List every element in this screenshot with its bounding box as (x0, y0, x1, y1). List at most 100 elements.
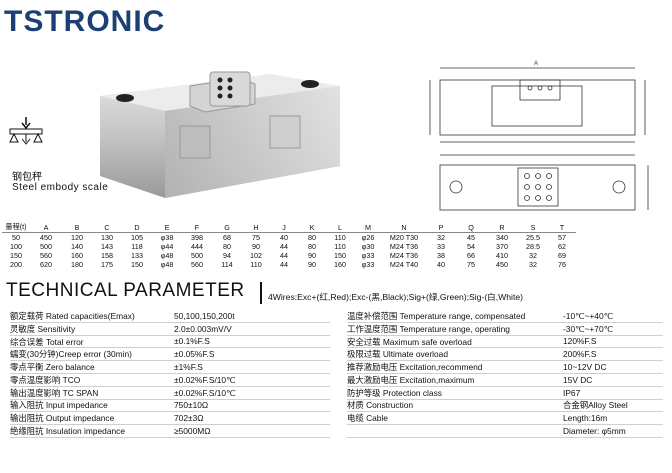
param-value: ±0.05%F.S (174, 349, 215, 360)
param-value: ±1%F.S (174, 362, 203, 373)
table-cell: 398 (191, 233, 203, 242)
table-cell: φ33 (361, 260, 375, 269)
table-cell: φ26 (361, 233, 375, 242)
param-value: Length:16m (563, 413, 608, 424)
table-cell: 32 (437, 233, 445, 242)
product-photo (100, 71, 340, 198)
dims-header: T (548, 222, 576, 233)
table-cell: 102 (250, 251, 262, 260)
product-caption-cn: 钢包秤 (12, 172, 42, 183)
table-cell: 180 (71, 260, 83, 269)
table-cell: M24 T36 (389, 242, 419, 251)
param-label: 电缆 Cable (347, 413, 388, 424)
param-label: 灵敏度 Sensitivity (10, 323, 76, 334)
table-cell: 69 (558, 251, 566, 260)
table-cell: φ48 (160, 251, 174, 260)
table-cell: 90 (252, 242, 260, 251)
dims-header: J (270, 222, 298, 233)
table-cell: 114 (221, 260, 233, 269)
param-value: 702±3Ω (174, 413, 204, 424)
table-cell: 160 (71, 251, 83, 260)
table-cell: 160 (334, 260, 346, 269)
param-label: 最大激励电压 Excitation,maximum (347, 374, 475, 385)
param-label: 输出阻抗 Output impedance (10, 413, 115, 424)
dims-header: R (486, 222, 518, 233)
table-cell: 50 (12, 233, 20, 242)
param-value: 15V DC (563, 374, 593, 385)
dims-header: L (326, 222, 354, 233)
param-row: Diameter: φ5mm (347, 425, 663, 438)
table-cell: 370 (496, 242, 508, 251)
table-cell: 75 (467, 260, 475, 269)
table-cell: 110 (334, 233, 346, 242)
param-value: -30℃~+70℃ (563, 323, 614, 334)
table-cell: M24 T40 (389, 260, 419, 269)
table-cell: 118 (131, 242, 143, 251)
table-cell: 54 (467, 242, 475, 251)
table-cell: 80 (308, 233, 316, 242)
param-row: 温度补偿范围 Temperature range, compensated-10… (347, 310, 663, 323)
table-cell: 68 (223, 233, 231, 242)
param-label: 防护等级 Protection class (347, 387, 442, 398)
table-cell: 450 (496, 260, 508, 269)
dims-body: 50 450 120 130 105 φ38 398 68 75 40 80 1… (2, 233, 576, 269)
table-cell: 40 (280, 233, 288, 242)
table-cell: 57 (558, 233, 566, 242)
param-label: 额定载荷 Rated capacities(Emax) (10, 310, 135, 321)
table-cell: 620 (40, 260, 52, 269)
table-cell: 500 (191, 251, 203, 260)
table-cell: 40 (437, 260, 445, 269)
table-cell: 175 (101, 260, 113, 269)
product-caption-en: Steel embody scale (12, 182, 109, 193)
table-cell: 66 (467, 251, 475, 260)
table-cell: 120 (71, 233, 83, 242)
param-row: 防护等级 Protection class IP67 (347, 387, 663, 400)
param-row: 输出阻抗 Output impedance 702±3Ω (10, 412, 330, 426)
param-label: 输出温度影响 TC SPAN (10, 387, 99, 398)
table-cell: M20 T30 (389, 233, 419, 242)
table-cell: 62 (558, 242, 566, 251)
param-label: 零点温度影响 TCO (10, 374, 81, 385)
param-value: 10~12V DC (563, 362, 607, 373)
param-value: 合金钢Alloy Steel (563, 400, 628, 411)
param-value: 50,100,150,200t (174, 310, 235, 321)
table-cell: 450 (40, 233, 52, 242)
table-cell: 44 (280, 260, 288, 269)
dims-header: C (92, 222, 122, 233)
table-row: 100 500 140 143 118 φ44 444 80 90 44 80 … (2, 242, 576, 251)
table-cell: 500 (40, 242, 52, 251)
dims-header-row: 量程(t) A B C D E F G H J K L M N P Q R S … (2, 222, 576, 233)
table-cell: 105 (131, 233, 143, 242)
param-row: 额定载荷 Rated capacities(Emax) 50,100,150,20… (10, 310, 330, 323)
param-value: ±0.02%F.S/10℃ (174, 374, 236, 385)
brand-logo: TSTRONIC (4, 5, 165, 38)
table-cell: 32 (529, 260, 537, 269)
table-cell: 150 (334, 251, 346, 260)
param-value: ±0.02%F.S/10℃ (174, 387, 236, 398)
dims-header: G (212, 222, 242, 233)
table-cell: 94 (223, 251, 231, 260)
table-cell: 200 (10, 260, 22, 269)
table-cell: 75 (252, 233, 260, 242)
param-row: 综合误差 Total error ±0.1%F.S (10, 336, 330, 349)
table-cell: 32 (529, 251, 537, 260)
table-cell: 45 (467, 233, 475, 242)
param-row: 材质 Construction 合金钢Alloy Steel (347, 400, 663, 413)
param-label: 绝缘阻抗 Insulation impedance (10, 426, 125, 437)
param-value: ±0.1%F.S (174, 336, 210, 347)
param-value: 2.0±0.003mV/V (174, 323, 232, 334)
param-label: 材质 Construction (347, 400, 414, 411)
table-cell: 90 (308, 251, 316, 260)
param-label: 综合误差 Total error (10, 336, 84, 347)
param-row: 输出温度影响 TC SPAN ±0.02%F.S/10℃ (10, 387, 330, 400)
param-value: IP67 (563, 387, 581, 398)
dims-header: S (518, 222, 548, 233)
table-cell: 80 (223, 242, 231, 251)
param-value: 120%F.S (563, 336, 597, 347)
param-value: 200%F.S (563, 349, 597, 360)
wiring-note: 4Wires:Exc+(红,Red);Exc-(黑,Black);Sig+(绿,… (268, 292, 523, 302)
param-label: 温度补偿范围 Temperature range, compensated (347, 310, 526, 321)
table-cell: 150 (10, 251, 22, 260)
table-row: 200 620 180 175 150 φ48 560 114 110 44 9… (2, 260, 576, 269)
